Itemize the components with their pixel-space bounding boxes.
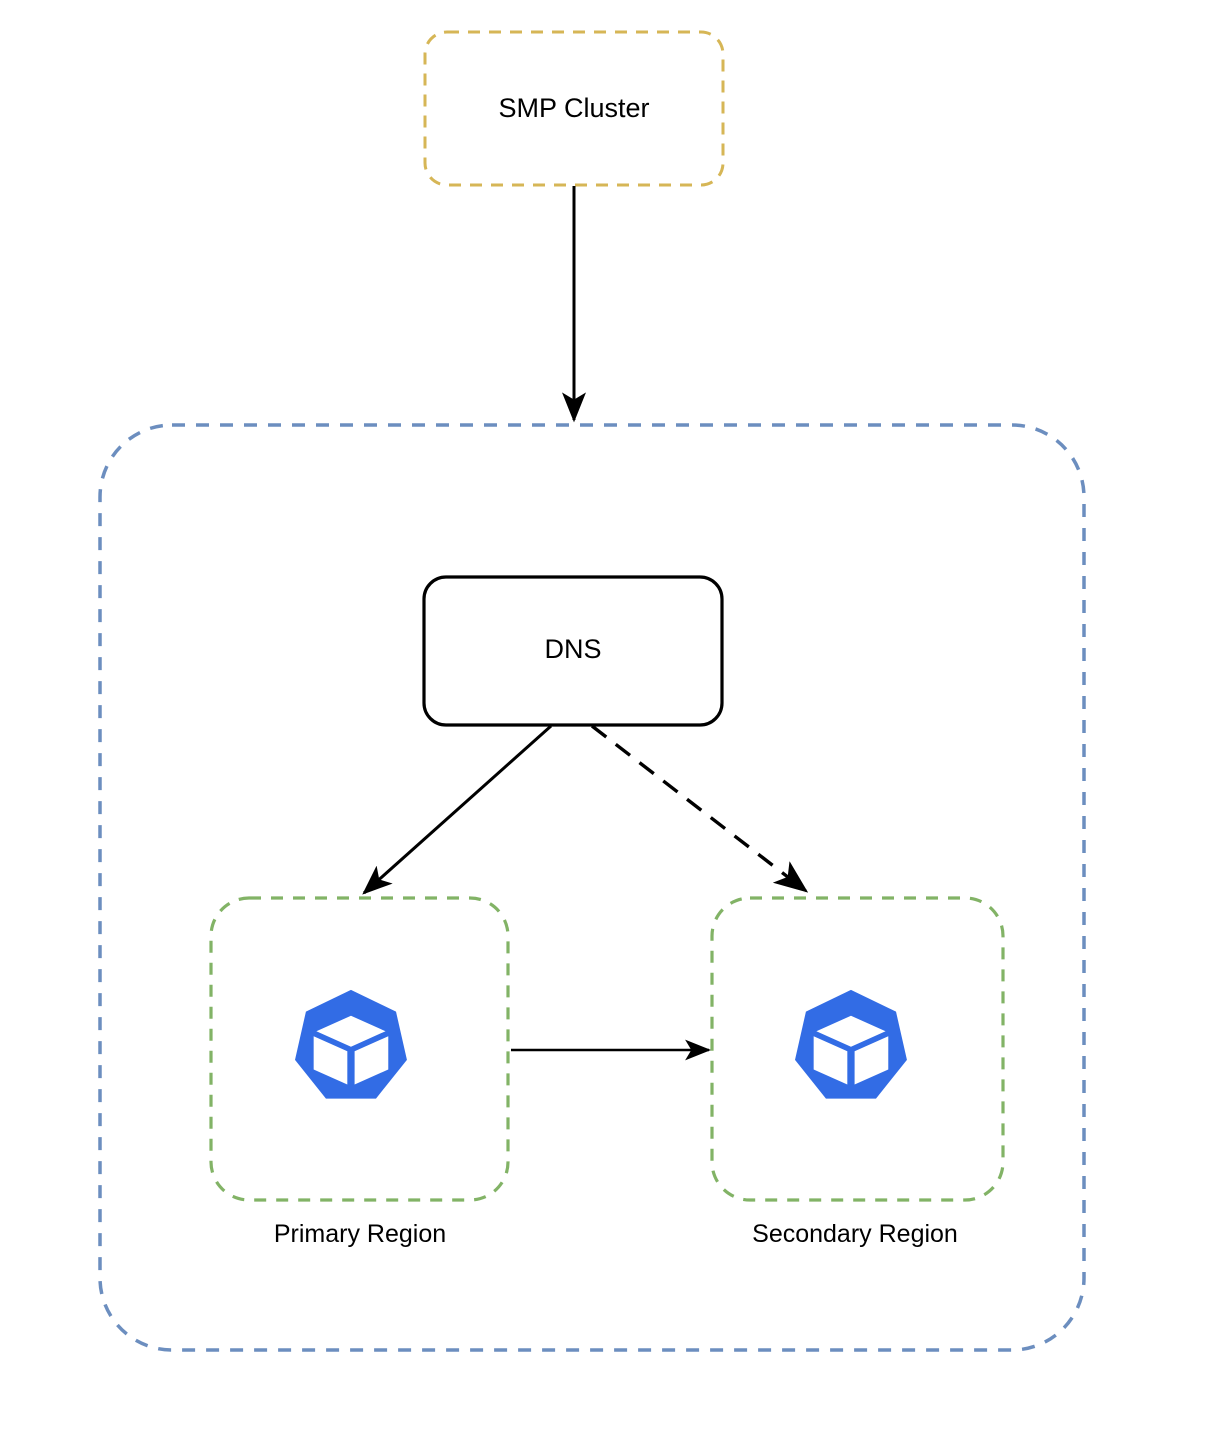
edge-dns-to-primary <box>362 724 552 895</box>
secondary-region-box[interactable] <box>710 896 1005 1202</box>
smp-cluster-box[interactable] <box>423 30 725 187</box>
primary-region-box[interactable] <box>209 896 510 1202</box>
kubernetes-icon <box>795 989 907 1099</box>
region-container-box[interactable] <box>98 423 1086 1352</box>
kubernetes-icon <box>295 989 407 1099</box>
dns-box[interactable] <box>422 575 724 727</box>
edge-dns-to-secondary <box>590 724 809 893</box>
